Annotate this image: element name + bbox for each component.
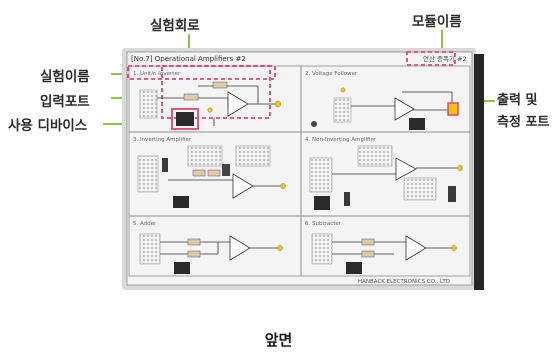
ic-chip-3 <box>173 196 189 208</box>
ic-chip-6 <box>346 262 362 274</box>
opamp-symbol-1 <box>227 91 249 117</box>
output-port-callout-line2: 측정 포트 <box>497 115 550 130</box>
section-title-5: 5. Adder <box>133 221 157 227</box>
section-title-6: 6. Subtracter <box>305 221 342 227</box>
section-title-3: 3. Inverting Amplifier <box>133 137 192 143</box>
ic-chip-1 <box>176 112 194 126</box>
circuit-highlight <box>161 65 271 119</box>
ic-chip-4 <box>314 196 330 210</box>
board-header: [No.7] Operational Amplifiers #2 <box>131 55 246 63</box>
input-port-callout: 입력포트 <box>40 94 90 110</box>
device-callout: 사용 디바이스 <box>8 118 88 134</box>
section-title-1: 1. Unit/n Inverter <box>133 71 181 77</box>
ic-chip-5 <box>174 262 190 274</box>
manufacturer-label: HANBACK ELECTRONICS CO., LTD <box>358 279 450 285</box>
section-title-4: 4. Non-Inverting Amplifier <box>305 137 377 143</box>
opamp-symbol-4 <box>395 157 417 181</box>
output-port-callout-line1: 출력 및 <box>497 93 538 108</box>
opamp-symbol-6 <box>405 235 427 261</box>
device-highlight <box>171 108 199 130</box>
input-port-block-1 <box>139 89 158 119</box>
module-tag: 연산 증폭기 #2 <box>423 54 467 63</box>
experiment-name-highlight <box>127 65 276 80</box>
section-title-2: 2. Voltage Follower <box>305 71 358 77</box>
module-tag-highlight <box>406 51 456 66</box>
circuit-callout: 실험회로 <box>150 18 200 34</box>
opamp-symbol-3 <box>232 173 254 199</box>
ic-chip-2 <box>409 118 425 130</box>
opamp-symbol-2 <box>394 97 415 121</box>
experiment-name-callout: 실험이름 <box>40 69 90 85</box>
board-edge <box>474 54 484 290</box>
caption: 앞면 <box>264 331 293 349</box>
opamp-symbol-5 <box>229 235 251 261</box>
module-name-callout: 모듈이름 <box>412 14 462 30</box>
training-board: [No.7] Operational Amplifiers #2 연산 증폭기 … <box>118 46 488 296</box>
output-port-highlight <box>447 102 459 116</box>
